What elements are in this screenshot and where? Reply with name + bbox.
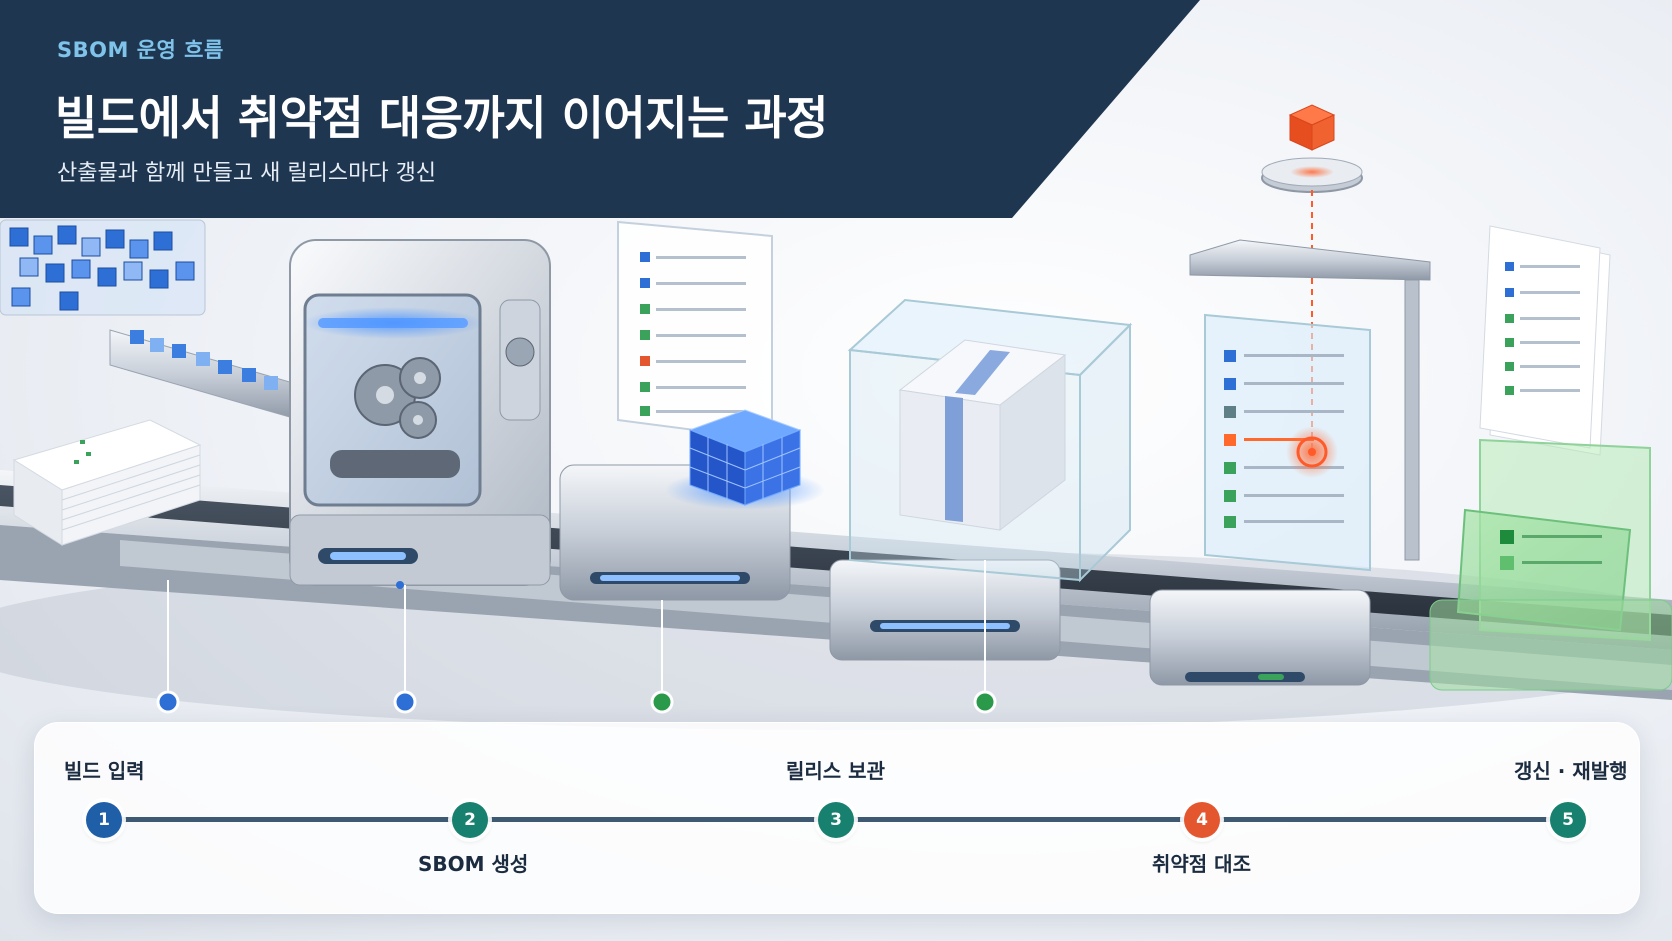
green-document-icon <box>1429 438 1672 691</box>
scanner-target-icon <box>1149 104 1431 686</box>
package-box-icon <box>829 298 1133 700</box>
paper-stack-icon <box>12 419 202 546</box>
header-banner: SBOM 운영 흐름 빌드에서 취약점 대응까지 이어지는 과정 산출물과 함께… <box>0 0 1200 218</box>
step-label-3: 릴리스 보관 <box>786 759 885 783</box>
step-node-2: 2 <box>452 802 488 838</box>
step-node-1: 1 <box>86 802 122 838</box>
cube-hopper-icon <box>0 219 301 421</box>
step-node-3: 3 <box>818 802 854 838</box>
section-kicker: SBOM 운영 흐름 <box>57 38 224 62</box>
report-document-icon <box>1479 225 1611 456</box>
gear-machine-icon <box>289 239 551 589</box>
document-icon <box>617 220 773 442</box>
step-label-5: 갱신 · 재발행 <box>1514 759 1628 783</box>
page-subtitle: 산출물과 함께 만들고 새 릴리스마다 갱신 <box>57 161 437 186</box>
step-label-2: SBOM 생성 <box>418 852 529 876</box>
step-node-5: 5 <box>1550 802 1586 838</box>
connector-dots <box>156 690 997 714</box>
cube-cluster-icon <box>665 409 825 510</box>
step-node-4: 4 <box>1184 802 1220 838</box>
step-label-4: 취약점 대조 <box>1152 852 1251 876</box>
step-label-1: 빌드 입력 <box>64 759 145 783</box>
page-title: 빌드에서 취약점 대응까지 이어지는 과정 <box>55 91 829 145</box>
